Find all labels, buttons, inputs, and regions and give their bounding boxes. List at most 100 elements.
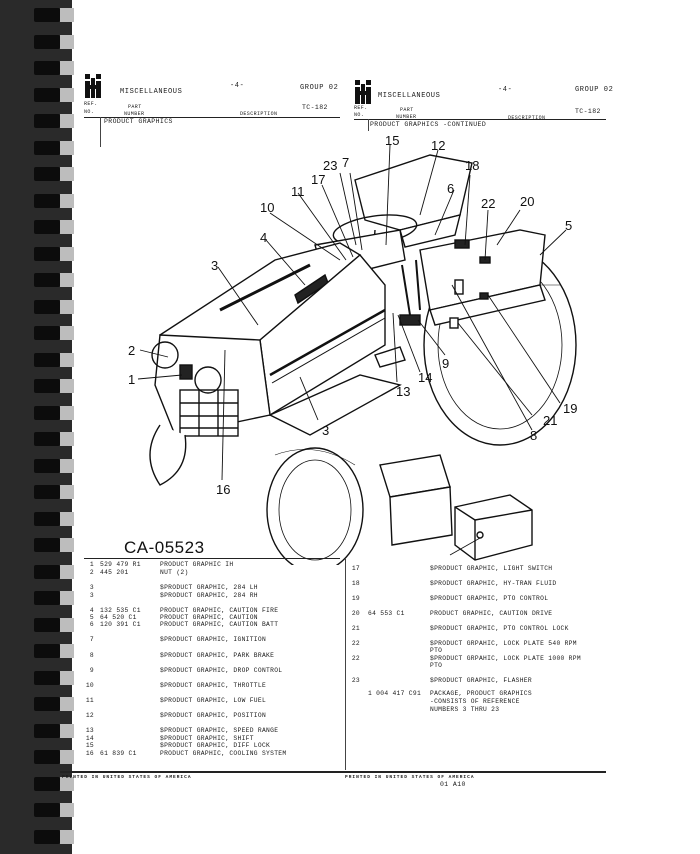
part-description: PRODUCT GRAPHIC, CAUTION xyxy=(160,614,258,621)
part-number: 1 004 417 C91 xyxy=(368,690,422,697)
callout-number: 13 xyxy=(396,384,411,399)
binding-hole xyxy=(60,617,74,632)
callout-number: 7 xyxy=(342,155,350,170)
part-description: $PRODUCT GRAPHIC, DROP CONTROL xyxy=(160,667,283,674)
binding-hole xyxy=(60,114,74,128)
binding-hole xyxy=(60,61,74,75)
part-ref: 5 xyxy=(89,614,94,621)
binding-ring xyxy=(34,538,60,552)
binding-hole xyxy=(60,697,74,711)
left-col-ref: REF. xyxy=(84,101,98,107)
binding-hole xyxy=(60,538,74,552)
right-column-divider xyxy=(368,119,369,131)
binding-ring xyxy=(34,220,60,234)
callout-number: 2 xyxy=(128,343,136,358)
right-col-no: NO. xyxy=(354,112,365,118)
binding-ring xyxy=(34,803,60,817)
binding-hole xyxy=(60,776,74,791)
part-ref: 17 xyxy=(351,565,360,572)
part-description: PACKAGE, PRODUCT GRAPHICS xyxy=(430,690,532,697)
left-list-top-rule xyxy=(84,558,340,559)
part-ref: 18 xyxy=(351,580,360,587)
left-col-part: PART xyxy=(128,104,142,110)
part-ref: 15 xyxy=(85,742,94,749)
binding-ring xyxy=(34,723,60,738)
left-subtitle: PRODUCT GRAPHICS xyxy=(104,118,173,125)
binding-hole xyxy=(60,458,74,473)
callout-number: 20 xyxy=(520,194,535,209)
part-description: $PRODUCT GRAPHIC, 284 LH xyxy=(160,584,258,591)
binding-hole xyxy=(60,87,74,102)
binding-hole xyxy=(60,723,74,738)
part-number: 132 535 C1 xyxy=(100,607,141,614)
part-number: 445 201 xyxy=(100,569,129,576)
part-description: PRODUCT GRAPHIC, CAUTION FIRE xyxy=(160,607,279,614)
callout-number: 1 xyxy=(128,372,136,387)
binding-ring xyxy=(34,644,60,658)
right-col-description: DESCRIPTION xyxy=(508,115,546,121)
binding-ring xyxy=(34,167,60,181)
callout-number: 12 xyxy=(431,138,446,153)
left-col-no: NO. xyxy=(84,109,95,115)
binding-hole xyxy=(60,326,74,340)
left-footer-print: PRINTED IN UNITED STATES OF AMERICA xyxy=(62,775,192,780)
binding-ring xyxy=(34,670,60,685)
binding-ring xyxy=(34,750,60,764)
part-number: 64 553 C1 xyxy=(368,610,405,617)
binding-hole xyxy=(60,246,74,261)
binding-hole xyxy=(60,352,74,367)
binding-ring xyxy=(34,352,60,367)
tractor-illustration xyxy=(137,144,577,565)
binding-ring xyxy=(34,485,60,499)
part-ref: 22 xyxy=(351,655,360,662)
part-number: 61 839 C1 xyxy=(100,750,137,757)
binding-hole xyxy=(60,8,74,22)
part-ref: 13 xyxy=(85,727,94,734)
part-description: $PRODUCT GRAPHIC, POSITION xyxy=(160,712,267,719)
left-list-divider xyxy=(345,558,346,770)
part-description: $PRODUCT GRAPHIC, PTO CONTROL LOCK xyxy=(430,625,569,632)
callout-number: 18 xyxy=(465,158,480,173)
callout-number: 11 xyxy=(291,184,305,199)
binding-ring xyxy=(34,591,60,605)
part-ref: 1 xyxy=(89,561,94,568)
binding-ring xyxy=(34,511,60,526)
part-description: $PRODUCT GRAPHIC, 284 RH xyxy=(160,592,258,599)
part-ref: 3 xyxy=(89,584,94,591)
part-description: $PRODUCT GRAPHIC, THROTTLE xyxy=(160,682,267,689)
part-description: PRODUCT GRAPHIC, COOLING SYSTEM xyxy=(160,750,287,757)
binding-hole xyxy=(60,644,74,658)
left-group: GROUP 02 xyxy=(300,84,339,92)
part-ref: 11 xyxy=(85,697,94,704)
binding-ring xyxy=(34,246,60,261)
part-ref: 20 xyxy=(351,610,360,617)
binding-ring xyxy=(34,458,60,473)
right-page-number: -4- xyxy=(498,86,513,94)
part-ref: 7 xyxy=(89,636,94,643)
binding-ring xyxy=(34,61,60,75)
binding-hole xyxy=(60,485,74,499)
left-headlight xyxy=(151,341,179,369)
part-description: NUMBERS 3 THRU 23 xyxy=(430,706,500,713)
binding-ring xyxy=(34,697,60,711)
callout-number: 5 xyxy=(565,218,573,233)
part-description: $PRODUCT GRAPHIC, LOW FUEL xyxy=(160,697,267,704)
left-section-title: MISCELLANEOUS xyxy=(120,88,183,96)
binding-hole xyxy=(60,167,74,181)
right-footer-print: PRINTED IN UNITED STATES OF AMERICA xyxy=(345,775,475,780)
right-section-title: MISCELLANEOUS xyxy=(378,92,441,100)
callout-number: 21 xyxy=(543,413,558,428)
binding-ring xyxy=(34,34,60,49)
part-ref: 10 xyxy=(85,682,94,689)
callout-number: 14 xyxy=(418,370,433,385)
callout-number: 23 xyxy=(323,158,338,173)
part-description: $PRODUCT GRAPHIC, FLASHER xyxy=(430,677,532,684)
part-description: $PRODUCT GRAPHIC, LIGHT SWITCH xyxy=(430,565,553,572)
binding-hole xyxy=(60,405,74,420)
binding-hole xyxy=(60,750,74,764)
callout-number: 22 xyxy=(481,196,496,211)
callout-number: 4 xyxy=(260,230,268,245)
left-code: TC-182 xyxy=(302,104,328,111)
binding-hole xyxy=(60,193,74,208)
part-description: $PRODUCT GRPAHIC, LOCK PLATE 540 RPM xyxy=(430,640,577,647)
